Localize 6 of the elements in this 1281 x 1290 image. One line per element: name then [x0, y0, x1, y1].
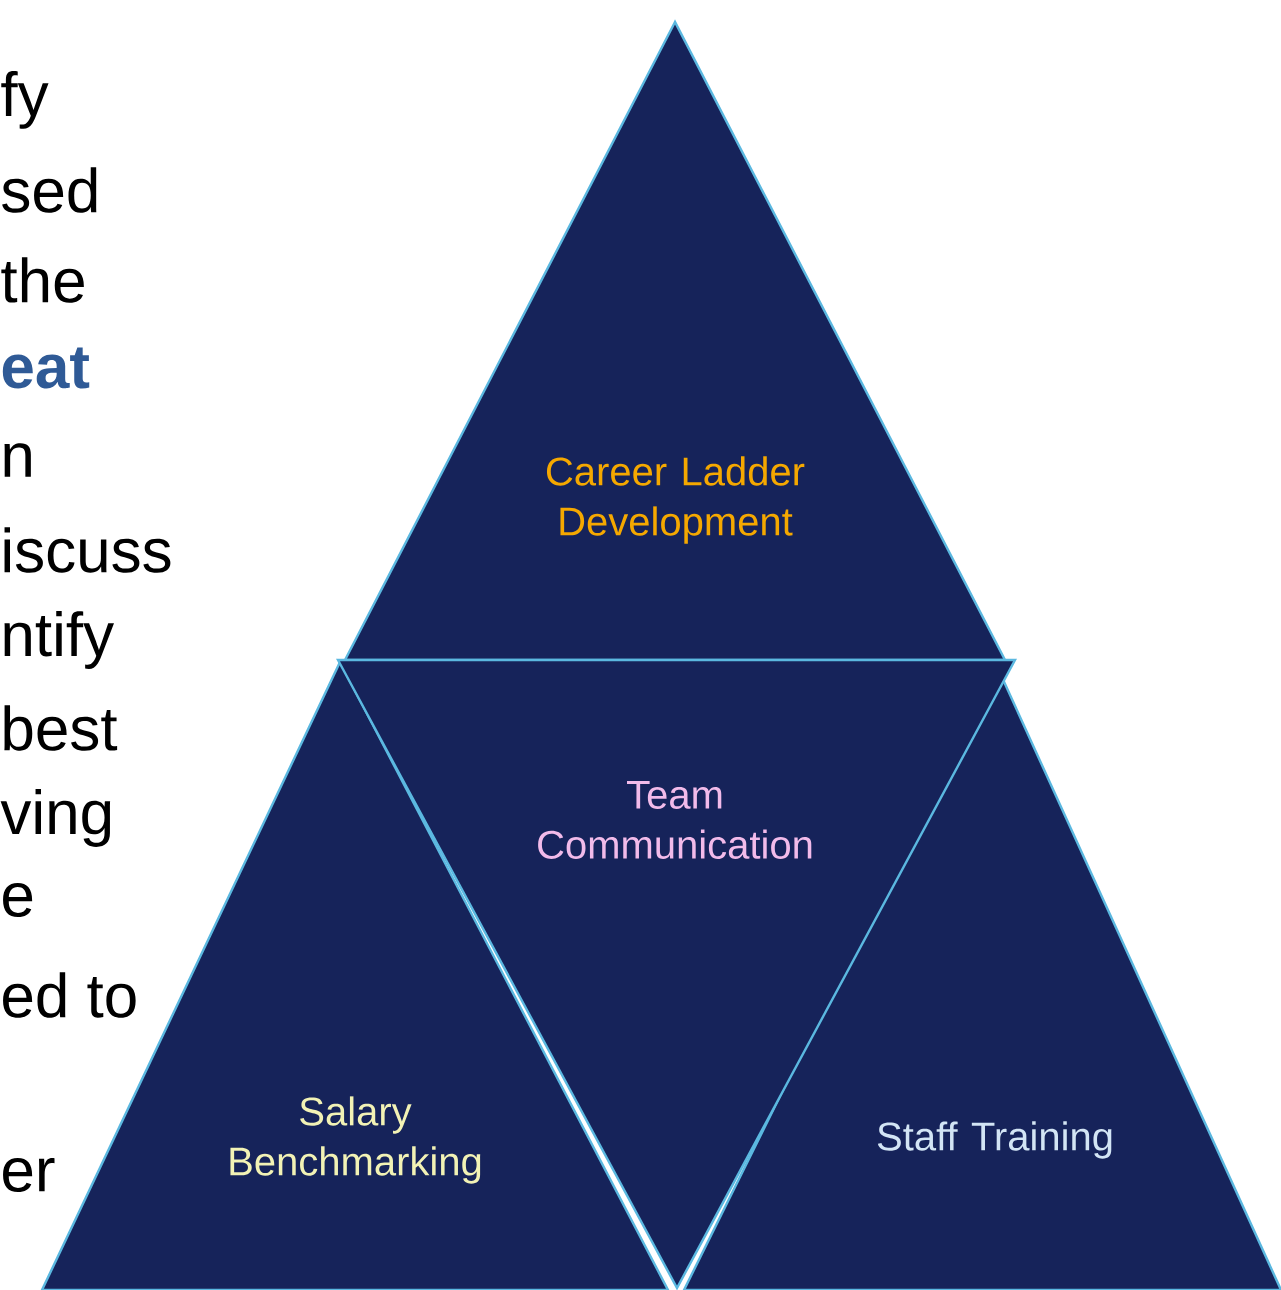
- text-fragment: iscuss: [4, 527, 171, 573]
- text-fragment: the: [1, 257, 84, 303]
- text-fragment: sed: [2, 167, 97, 213]
- text-fragment: n: [4, 443, 31, 477]
- text-fragment: fy: [1, 71, 49, 129]
- text-fragment: eat: [2, 347, 90, 389]
